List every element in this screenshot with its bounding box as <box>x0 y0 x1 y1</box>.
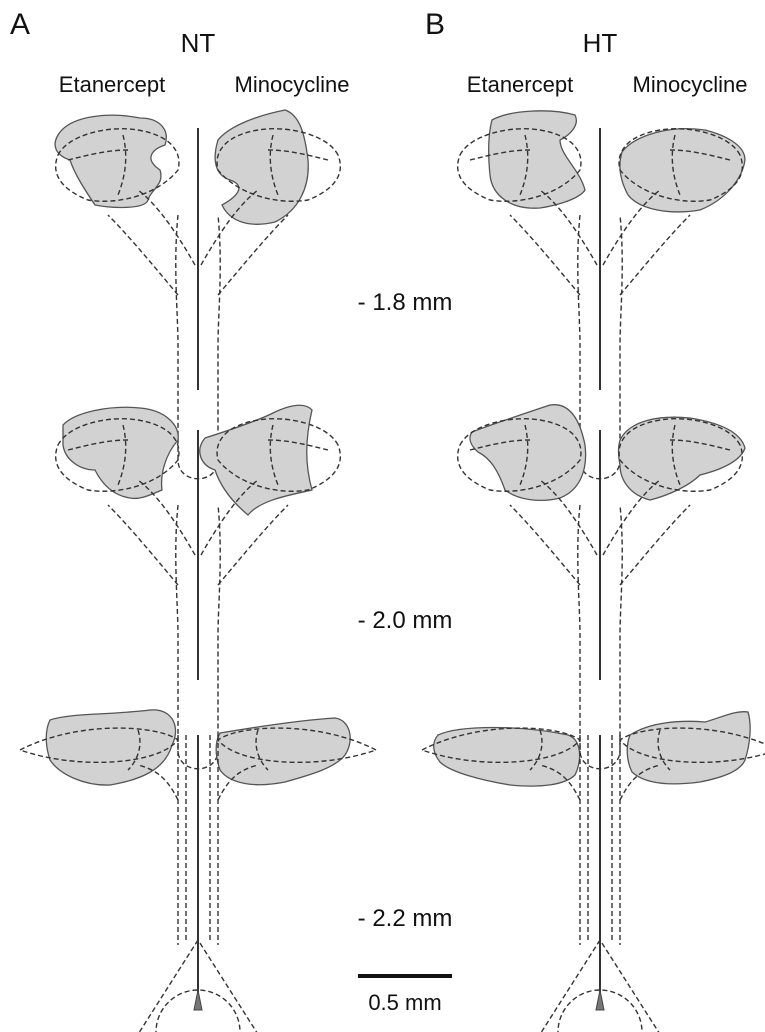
scale-bar: 0.5 mm <box>358 976 452 1015</box>
probe-tip-ht <box>596 990 604 1010</box>
lesion-minocycline-nt-2 <box>200 405 312 515</box>
panel-letter-b: B <box>425 8 445 41</box>
lesion-minocycline-ht-2 <box>619 417 746 500</box>
lesion-minocycline-nt-1 <box>215 110 308 224</box>
level-label-2: - 2.0 mm <box>358 607 453 634</box>
lesion-etanercept-nt-3 <box>46 710 175 785</box>
group-title-nt: NT <box>181 28 216 58</box>
group-title-ht: HT <box>583 28 618 58</box>
section-nt-level-3 <box>20 710 376 1032</box>
level-label-1: - 1.8 mm <box>358 289 453 316</box>
level-label-3: - 2.2 mm <box>358 905 453 932</box>
panel-b: B HT Etanercept Minocycline <box>422 8 765 1032</box>
scale-bar-label: 0.5 mm <box>368 990 441 1015</box>
section-ht-level-2 <box>458 405 745 769</box>
lesion-etanercept-ht-1 <box>489 111 585 208</box>
label-minocycline-ht: Minocycline <box>633 72 748 97</box>
label-etanercept-ht: Etanercept <box>467 72 573 97</box>
label-minocycline-nt: Minocycline <box>235 72 350 97</box>
label-etanercept-nt: Etanercept <box>59 72 165 97</box>
panel-a: A NT Etanercept Minocycline <box>10 8 376 1032</box>
lesion-etanercept-nt-2 <box>63 407 178 498</box>
panel-letter-a: A <box>10 8 30 41</box>
probe-tip-nt <box>194 990 202 1010</box>
section-ht-level-3 <box>422 712 765 1032</box>
lesion-minocycline-ht-3 <box>627 712 750 784</box>
